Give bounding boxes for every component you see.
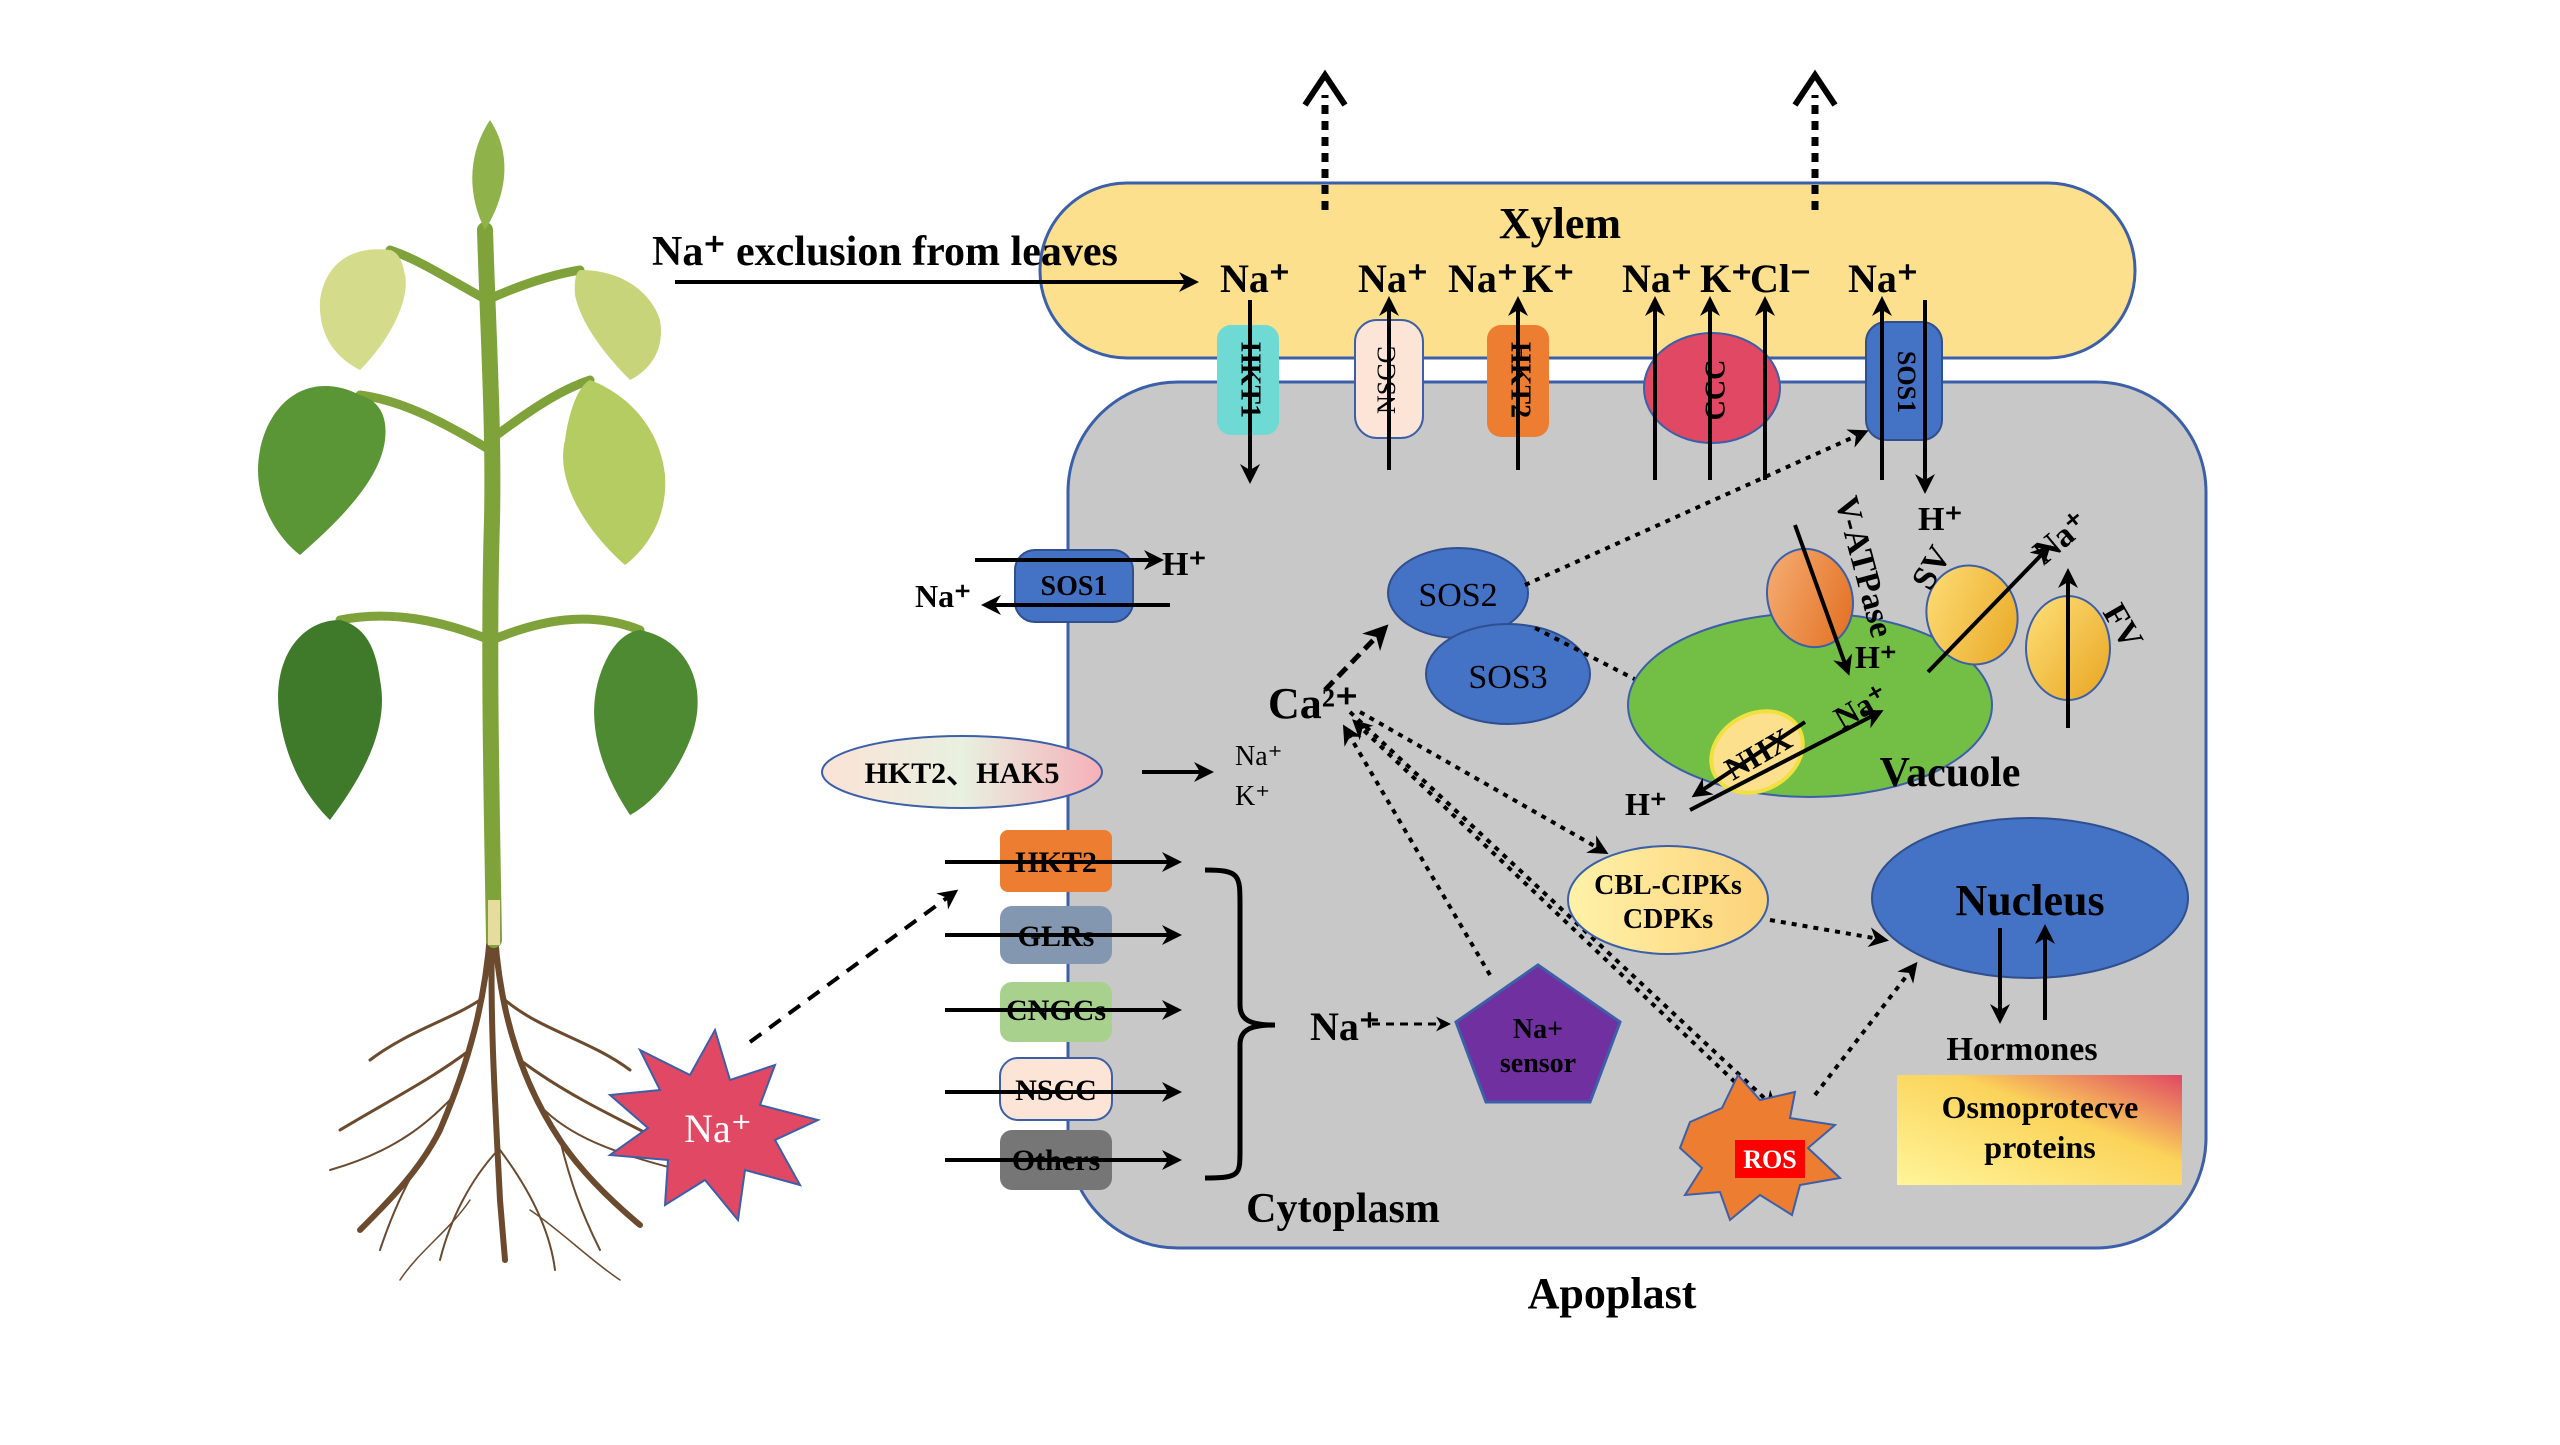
na-sensor: Na+ sensor [1454,963,1622,1104]
na-channels: Na⁺ [1310,1004,1380,1049]
plant-illustration [258,120,698,1281]
transporter-hkt2-xylem: HKT2 [1487,296,1549,470]
na-sensor-line2: sensor [1500,1048,1576,1079]
osmo-line1: Osmoprotecve [1942,1089,2139,1125]
arrow-sos3-nhx [1534,626,1734,730]
cytoplasm-label: Cytoplasm [1246,1186,1440,1232]
osmoprotective-box: Osmoprotecve proteins [1897,1075,2182,1185]
ion-na-ccc: Na⁺ [1622,256,1692,301]
osmo-line2: proteins [1984,1129,2095,1165]
h-sos1-xylem: H⁺ [1918,501,1962,538]
arrow-ros-ca [1352,719,1777,1122]
na-star-label: Na⁺ [684,1106,752,1151]
arrow-cbl-nucleus [1769,918,1889,948]
apoplast-label: Apoplast [1528,1269,1697,1318]
sos1-xylem-label: SOS1 [1892,351,1921,413]
cbl-line2: CDPKs [1623,904,1713,935]
vacuole-label: Vacuole [1880,750,2021,796]
ion-cl-ccc: Cl⁻ [1750,256,1811,301]
cbl-line1: CBL-CIPKs [1594,870,1742,901]
transporter-nscc-xylem: NSCC [1354,296,1424,470]
h-nhx: H⁺ [1625,786,1667,822]
h-sos1-membrane: H⁺ [1162,546,1206,583]
nucleus [1871,817,2189,979]
ion-na-hkt2: Na⁺ [1448,256,1518,301]
channel-stack: HKT2 GLRs CNGCs NSCC Others Na⁺ [945,830,1451,1190]
arrow-sv-na [1926,545,2051,674]
arrow-ros-nucleus [1813,961,1918,1097]
transporter-ccc: CCC [1643,296,1781,480]
xylem-vessel [1038,181,2137,360]
arrow-ca-ros [1348,710,1778,1111]
arrow-ca-cbl [1359,710,1609,854]
k-hak5: K⁺ [1235,781,1270,812]
xylem-label: Xylem [1499,199,1621,248]
ion-na-sos1: Na⁺ [1848,256,1918,301]
arrow-star-channels [748,889,959,1044]
stem [477,222,502,948]
cell-cytoplasm [1066,380,2208,1250]
leaves [258,120,698,820]
ion-k-ccc: K⁺ [1700,256,1752,301]
sos3-label: SOS3 [1468,659,1547,696]
ros-burst: ROS [1678,1073,1843,1222]
na-star: Na⁺ [607,1027,821,1223]
nscc-xylem-label: NSCC [1372,346,1401,414]
ccc-label: CCC [1700,360,1731,421]
v-atpase-pump: V-ATPase H⁺ [1765,492,1900,676]
roots [329,932,681,1281]
ros-label: ROS [1743,1145,1796,1174]
hormones-label: Hormones [1946,1031,2097,1068]
ion-na-nscc: Na⁺ [1358,256,1428,301]
na-sensor-line1: Na+ [1513,1014,1563,1045]
ca-label: Ca²⁺ [1268,679,1358,728]
sos2-label: SOS2 [1418,577,1497,614]
ion-na-hkt1: Na⁺ [1220,256,1290,301]
exclusion-label: Na⁺ exclusion from leaves [652,229,1118,275]
xylem-ion-labels: Na⁺ Na⁺ Na⁺ K⁺ Na⁺ K⁺ Cl⁻ Na⁺ [1220,256,1918,301]
arrow-sensor-ca [1342,724,1492,977]
channel-bracket [1204,867,1276,1181]
transporter-hkt1: HKT1 [1217,300,1279,484]
ion-k-hkt2: K⁺ [1522,256,1574,301]
transporter-sos1-membrane: SOS1 H⁺ Na⁺ [915,546,1206,623]
sos1-membrane-label: SOS1 [1041,571,1108,602]
sos3-node [1425,623,1591,725]
cbl-cipks-node: CBL-CIPKs CDPKs [1567,845,1769,955]
transporter-hkt2-hak5: HKT2、HAK5 Na⁺ K⁺ [821,735,1282,812]
na-hak5: Na⁺ [1235,741,1282,772]
arrow-ca-sos2 [1323,624,1389,692]
nucleus-label: Nucleus [1955,876,2104,925]
h-v-atpase: H⁺ [1855,639,1897,675]
xylem-upward-arrows [1302,69,1838,210]
hkt2-hak5-label: HKT2、HAK5 [864,757,1059,790]
transporter-sos1-xylem: SOS1 H⁺ [1865,296,1962,538]
na-sos1-membrane: Na⁺ [915,578,971,614]
arrow-sos2-sos1 [1524,429,1869,587]
hkt2-xylem-label: HKT2 [1505,342,1536,418]
